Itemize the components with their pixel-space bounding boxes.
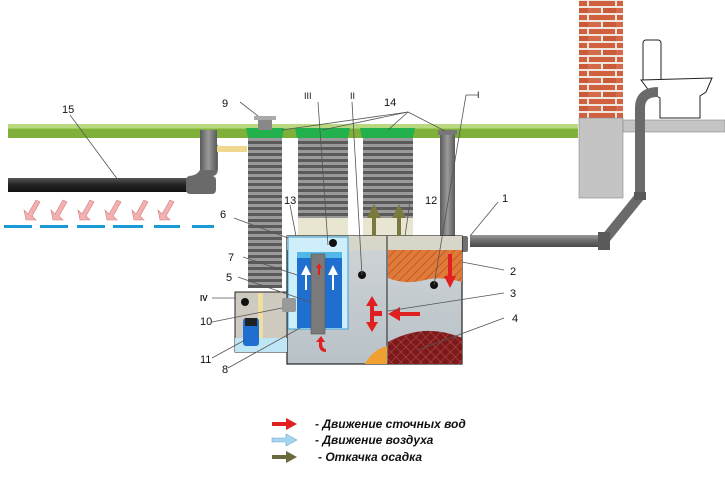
label-11: 11 (200, 354, 211, 366)
label-4: 4 (512, 313, 518, 325)
label-IV: IV (200, 294, 208, 303)
shaft-settling (360, 128, 415, 236)
shaft-pump-chamber (246, 116, 284, 288)
pump-chamber (234, 291, 296, 353)
callout-labels: 15 9 III II 14 I 1 2 3 4 12 13 6 7 5 IV … (62, 90, 518, 376)
label-13: 13 (284, 195, 296, 207)
label-I: I (477, 90, 480, 100)
label-1: 1 (502, 193, 508, 205)
svg-text:- Движение сточных вод: - Движение сточных вод (315, 417, 466, 431)
legend: - Движение сточных вод - Движение воздух… (271, 417, 466, 464)
label-8: 8 (222, 364, 228, 376)
label-2: 2 (510, 266, 516, 278)
svg-text:- Откачка осадка: - Откачка осадка (318, 450, 422, 464)
infiltration-arrows (23, 199, 175, 221)
pump-icon (243, 318, 259, 346)
label-7: 7 (228, 252, 234, 264)
riser-pipe (310, 253, 326, 335)
house-sewer-pipe (470, 87, 659, 250)
svg-text:- Движение воздуха: - Движение воздуха (315, 433, 434, 447)
flow-arrows (366, 254, 456, 332)
toilet-icon (640, 39, 713, 119)
groundwater-level (4, 225, 214, 228)
sludge-pumping-arrows (367, 204, 406, 236)
label-3: 3 (510, 288, 516, 300)
legend-item-sludge: - Откачка осадка (272, 450, 422, 464)
label-6: 6 (220, 209, 226, 221)
label-10: 10 (200, 316, 212, 328)
label-5: 5 (226, 272, 232, 284)
shaft-biofilter (295, 128, 350, 236)
legend-item-wastewater: - Движение сточных вод (272, 417, 466, 431)
label-III: III (304, 91, 312, 101)
house-wall (578, 0, 725, 199)
olive-arrow-icon (272, 451, 297, 463)
leader-lines (69, 94, 505, 369)
light-blue-arrow-icon (271, 433, 298, 447)
red-arrow-icon (272, 418, 297, 430)
label-15: 15 (62, 104, 74, 116)
biofilter-chamber (287, 236, 349, 352)
label-II: II (350, 91, 355, 101)
label-14: 14 (384, 97, 396, 109)
legend-item-air: - Движение воздуха (271, 433, 434, 447)
label-9: 9 (222, 98, 228, 110)
label-12: 12 (425, 195, 437, 207)
drainage-pipe (8, 130, 247, 194)
scum-layer (388, 250, 462, 283)
